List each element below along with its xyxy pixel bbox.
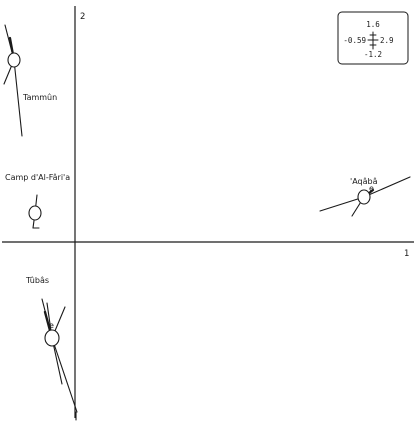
site-aqaba-glyph: [357, 189, 371, 205]
site-tammun-label: Tammûn: [22, 93, 57, 102]
site-tammun: Tammûn: [3, 24, 57, 137]
site-camp-al-faria: Camp d'Al-Fâri'a: [5, 173, 70, 229]
site-camp-al-faria-label: Camp d'Al-Fâri'a: [5, 173, 70, 182]
site-tubas-marker: e: [49, 321, 54, 330]
site-aqaba-ray-2: [363, 176, 411, 198]
site-tubas-label: Tûbâs: [25, 276, 49, 285]
site-aqaba-marker: e: [369, 184, 374, 193]
site-camp-al-faria-glyph: [28, 205, 42, 221]
scale-key: 1.6 -0.59 2.9 -1.2: [337, 11, 409, 65]
site-aqaba: e 'Aqâbâ: [319, 176, 411, 217]
scale-key-bottom: -1.2: [364, 50, 382, 59]
site-tammun-ray-2: [13, 59, 23, 137]
site-tammun-glyph: [7, 52, 21, 68]
scale-key-top: 1.6: [366, 20, 380, 29]
vertical-axis-label: 2: [80, 12, 85, 22]
site-tubas-ray-4: [51, 337, 78, 413]
scale-key-left: -0.59: [343, 36, 366, 45]
site-aqaba-ray-1: [319, 196, 365, 212]
site-aqaba-label: 'Aqâbâ: [350, 177, 378, 186]
site-tubas-glyph: [44, 329, 60, 347]
site-tubas: e Tûbâs: [25, 276, 78, 421]
scale-key-right: 2.9: [380, 36, 394, 45]
horizontal-axis-label: 1: [404, 249, 409, 259]
